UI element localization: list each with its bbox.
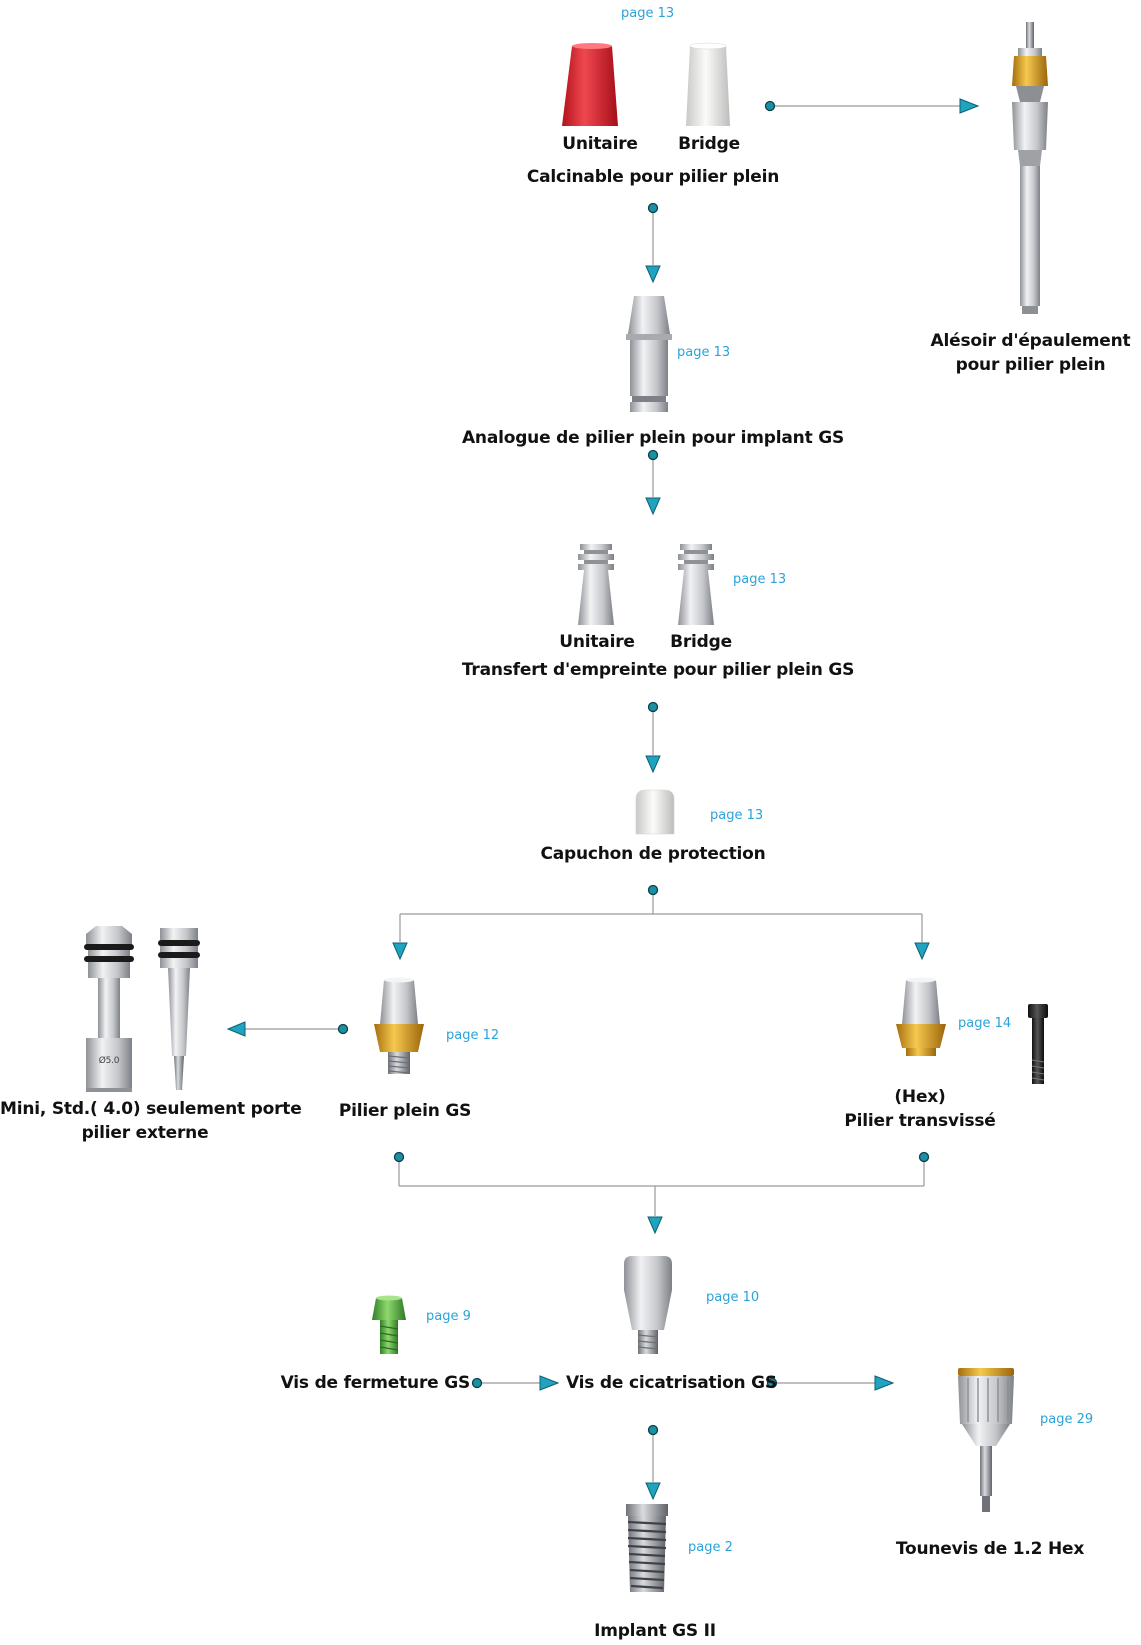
vis-fermeture-title: Vis de fermeture GS	[280, 1373, 471, 1393]
pilier-transvisse-title-line1: (Hex)	[894, 1087, 946, 1107]
calcinable-sub-bridge: Bridge	[678, 134, 740, 154]
cover-screw-icon	[372, 1295, 406, 1354]
calcinable-sub-unitaire: Unitaire	[562, 134, 638, 154]
calcinable-title: Calcinable pour pilier plein	[526, 167, 780, 187]
healing-abutment-icon	[624, 1256, 672, 1354]
red-burnout-cap-icon	[562, 43, 618, 126]
page-link-vis-cicatrisation[interactable]: page 10	[706, 1290, 760, 1305]
white-burnout-cap-icon	[686, 42, 730, 126]
porte-pilier-title-line1: Mini, Std.( 4.0) seulement porte	[0, 1099, 302, 1119]
page-link-capuchon[interactable]: page 13	[710, 808, 764, 823]
page-link-pilier-transvisse[interactable]: page 14	[958, 1016, 1012, 1031]
page-link-vis-fermeture[interactable]: page 9	[426, 1309, 471, 1324]
holder-engraving: Ø5.0	[98, 1056, 120, 1066]
page-link-tournevis[interactable]: page 29	[1040, 1412, 1094, 1427]
hex-driver-icon	[958, 1368, 1014, 1512]
abutment-screw-icon	[1028, 1004, 1048, 1084]
alesoir-title-line1: Alésoir d'épaulement	[930, 331, 1131, 351]
tournevis-title: Tounevis de 1.2 Hex	[895, 1539, 1085, 1559]
hex-abutment-icon	[896, 977, 946, 1056]
page-link-implant[interactable]: page 2	[688, 1540, 733, 1555]
impression-coping-bridge-icon	[678, 544, 714, 625]
page-link-analogue[interactable]: page 13	[677, 345, 731, 360]
alesoir-title-line2: pour pilier plein	[955, 355, 1106, 375]
transfert-title: Transfert d'empreinte pour pilier plein …	[461, 660, 855, 680]
abutment-analog-icon	[626, 296, 672, 412]
capuchon-title: Capuchon de protection	[540, 844, 766, 864]
pilier-transvisse-title-line2: Pilier transvissé	[844, 1111, 996, 1131]
abutment-holder-slim-icon	[158, 928, 200, 1090]
page-link-calcinable[interactable]: page 13	[621, 6, 675, 21]
implant-title: Implant GS II	[594, 1621, 716, 1641]
solid-abutment-icon	[374, 977, 424, 1074]
pilier-plein-title: Pilier plein GS	[338, 1101, 472, 1121]
abutment-holder-large-icon	[84, 926, 134, 1092]
transfert-sub-bridge: Bridge	[670, 632, 732, 652]
page-link-transfert[interactable]: page 13	[733, 572, 787, 587]
shoulder-reamer-icon	[1012, 22, 1048, 314]
porte-pilier-title-line2: pilier externe	[81, 1123, 209, 1143]
transfert-sub-unitaire: Unitaire	[559, 632, 635, 652]
page-link-pilier-plein[interactable]: page 12	[446, 1028, 500, 1043]
impression-coping-single-icon	[578, 544, 614, 625]
implant-icon	[626, 1504, 668, 1592]
protection-cap-icon	[635, 789, 675, 835]
vis-cicatrisation-title: Vis de cicatrisation GS	[566, 1373, 777, 1393]
analogue-title: Analogue de pilier plein pour implant GS	[461, 428, 845, 448]
